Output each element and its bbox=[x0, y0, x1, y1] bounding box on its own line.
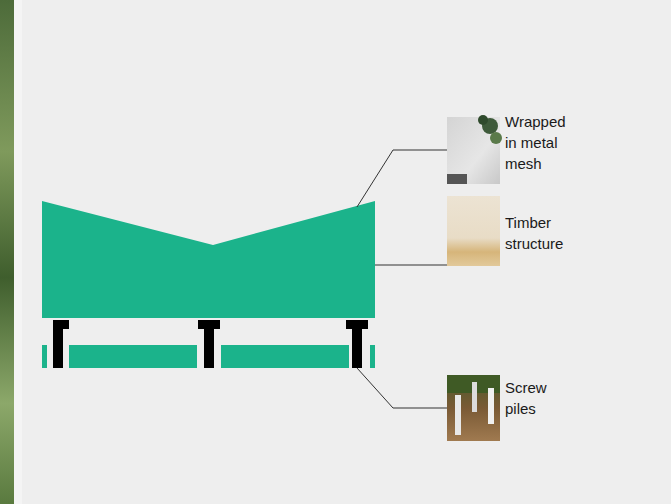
thumbnail-timber bbox=[447, 196, 500, 266]
house-body bbox=[42, 201, 375, 318]
thumbnail-piles bbox=[447, 375, 500, 441]
thumbnail-mesh bbox=[447, 115, 502, 184]
screw-pile-symbols bbox=[53, 320, 368, 368]
leader-lines bbox=[357, 150, 447, 408]
callout-label: Timber structure bbox=[505, 212, 569, 254]
callout-label: Screw piles bbox=[505, 377, 569, 419]
callout-label: Wrapped in metal mesh bbox=[505, 111, 569, 174]
photo-strip bbox=[0, 0, 14, 504]
photo-border bbox=[14, 0, 22, 504]
